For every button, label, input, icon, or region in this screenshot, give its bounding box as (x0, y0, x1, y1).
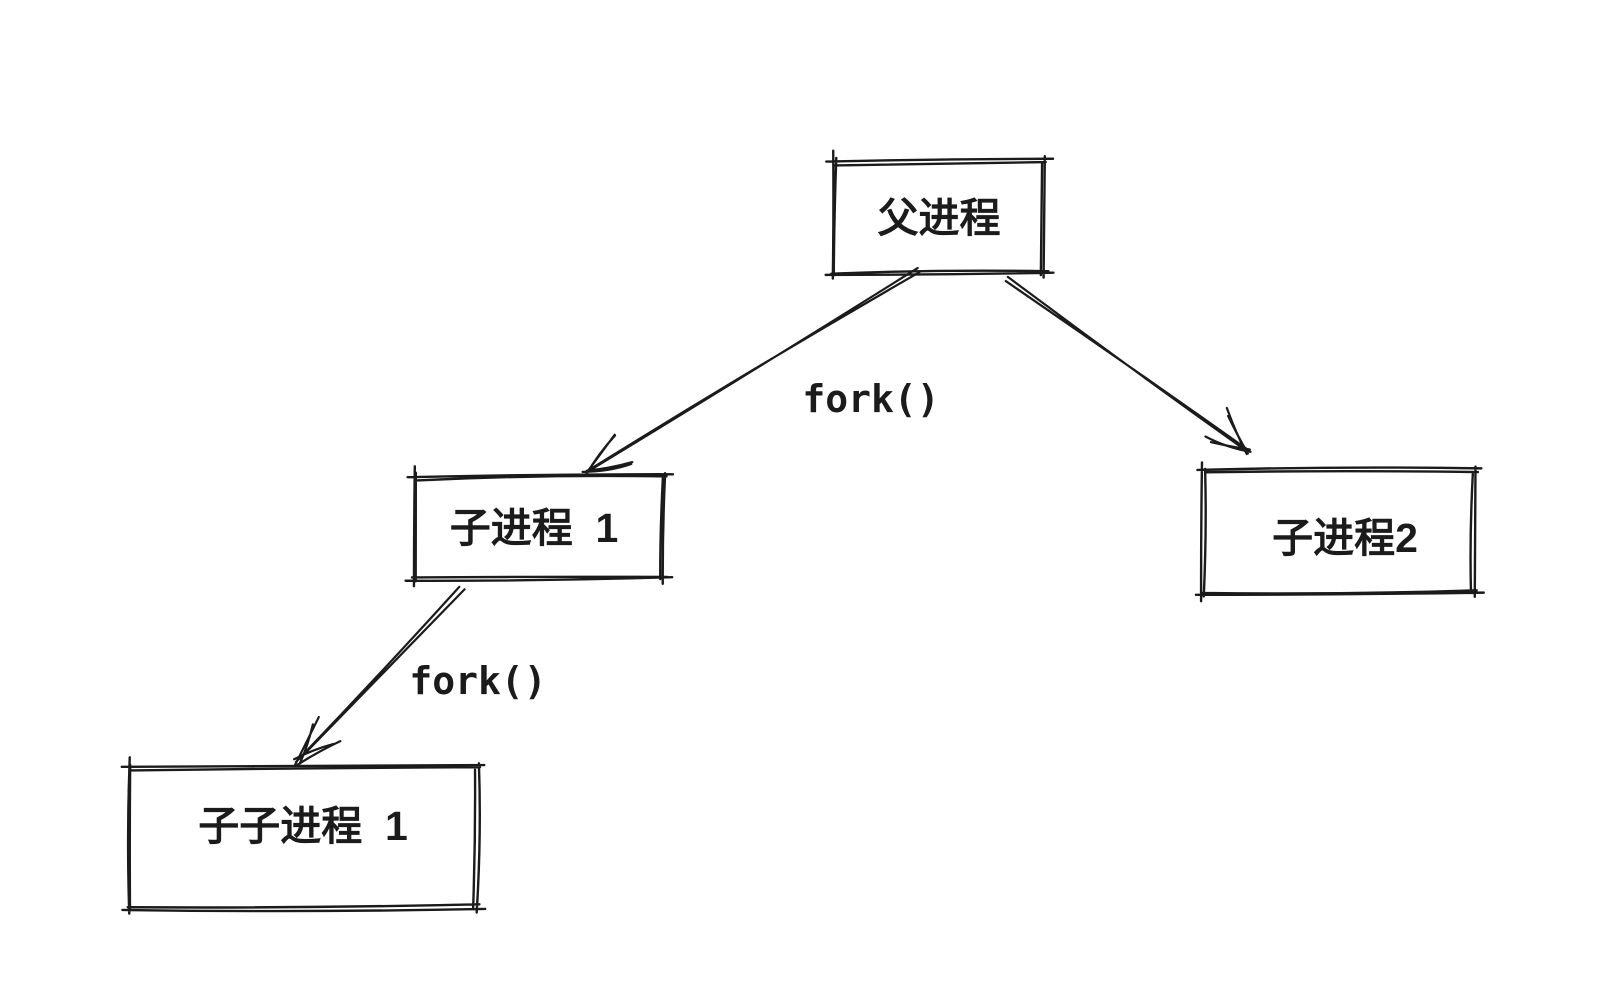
arrow-child1-to-grandchild1 (293, 585, 466, 767)
edge-parent-child1-label: fork() (802, 377, 939, 421)
node-child1-box (404, 465, 675, 588)
node-parent-label: 父进程 (878, 195, 1001, 241)
node-parent-box (824, 149, 1055, 280)
node-grandchild1-box (120, 756, 487, 915)
arrow-parent-to-child1 (581, 266, 921, 475)
node-child1-label: 子进程 1 (450, 505, 619, 551)
node-child2-box (1194, 461, 1485, 603)
node-grandchild1-label: 子子进程 1 (198, 803, 408, 849)
edge-child1-grandchild1-label: fork() (409, 659, 546, 703)
node-child2-label: 子进程2 (1272, 515, 1418, 561)
arrow-parent-to-child2 (1004, 275, 1252, 456)
